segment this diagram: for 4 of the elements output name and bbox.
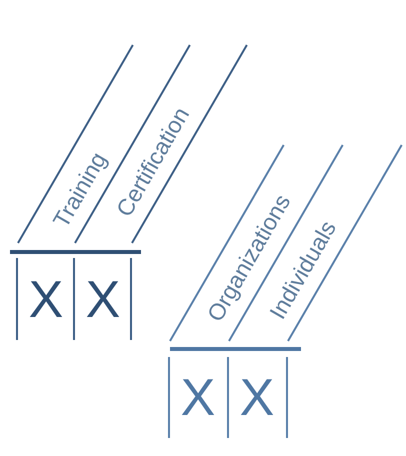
cell-mark: X bbox=[28, 274, 64, 326]
cell-mark: X bbox=[240, 372, 274, 424]
cell-mark: X bbox=[180, 372, 216, 424]
cell-mark: X bbox=[86, 274, 120, 326]
